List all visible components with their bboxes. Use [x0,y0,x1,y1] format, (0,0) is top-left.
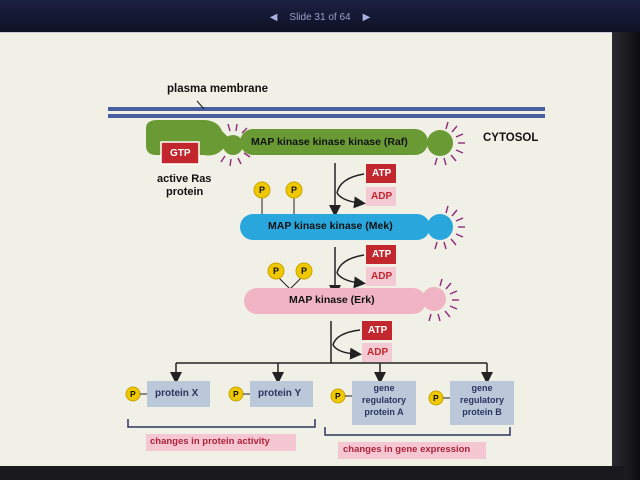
phosphate-label-5: P [130,389,136,399]
mek-binding-spikes [434,205,465,250]
erk-to-targets-arrow [170,321,493,384]
monitor-bezel-bottom [0,466,625,480]
phosphate-label-8: P [433,393,439,403]
map-kinase-diagram [108,100,545,459]
viewer-top-bar [0,0,640,34]
slide-navigation: ◀ Slide 31 of 64 ▶ [0,0,640,34]
atp-box-2 [366,245,396,264]
changes-expression-label: changes in gene expression [343,444,471,455]
atp-label-3: ATP [368,325,388,336]
adp-label-1: ADP [371,191,393,202]
phosphate-label-7: P [335,391,341,401]
monitor-bezel-right [612,32,640,480]
atp-box-3 [362,321,392,340]
gene-reg-a-line2: regulatory [361,395,406,405]
ras-protein-label: protein [166,186,204,198]
phosphate-label-3: P [273,266,280,276]
previous-slide-icon[interactable]: ◀ [269,11,278,23]
membrane-pointer-line [196,100,205,110]
adp-label-2: ADP [371,271,393,282]
phosphate-label-4: P [301,266,308,276]
protein-x-label: protein X [155,388,199,399]
active-ras-label: active Ras [157,173,212,185]
adp-box-1 [366,187,396,206]
target-phosphates [125,386,444,406]
phosphate-links [140,393,450,399]
phosphate-label-6: P [233,389,239,399]
gene-reg-b-line3: protein B [462,407,502,417]
gene-regulatory-b-box [450,381,514,425]
changes-expression-bg [338,442,486,459]
raf-protein [240,129,428,155]
mek-to-erk-arrow [329,247,366,297]
gtp-label: GTP [170,148,191,159]
gene-reg-b-line1: gene [471,383,493,393]
mek-phosphates [253,181,303,236]
erk-protein [244,288,426,314]
slide-indicator: Slide 31 of 64 [289,11,351,23]
gene-regulatory-a-box [352,381,416,425]
gtp-box [160,141,200,165]
changes-activity-label: changes in protein activity [150,436,270,447]
erk-domain [422,287,446,311]
raf-binding-spikes [434,121,465,166]
plasma-membrane-label: plasma membrane [167,83,268,95]
raf-to-mek-arrow [329,163,366,217]
adp-box-2 [366,267,396,286]
adp-label-3: ADP [367,347,389,358]
mek-label: MAP kinase kinase (Mek) [268,220,393,232]
erk-label: MAP kinase (Erk) [289,294,375,306]
protein-y-box [250,381,313,407]
erk-binding-spikes [428,278,459,322]
protein-x-box [147,381,210,407]
protein-y-label: protein Y [258,388,302,399]
gene-reg-b-line2: regulatory [459,395,504,405]
atp-box-1 [366,164,396,183]
next-slide-icon[interactable]: ▶ [362,11,371,23]
raf-domain [427,130,453,156]
outcome-brackets [127,419,511,436]
phosphate-label-1: P [259,185,266,195]
cytosol-label: CYTOSOL [483,132,539,144]
atp-label-2: ATP [372,249,392,260]
slide-canvas: plasma membrane CYTOSOL GTP active Ras p… [0,32,625,473]
atp-label-1: ATP [372,168,392,179]
gene-reg-a-line3: protein A [364,407,404,417]
changes-activity-bg [146,434,296,451]
raf-label: MAP kinase kinase kinase (Raf) [251,136,408,148]
phosphate-label-2: P [291,185,298,195]
gene-reg-a-line1: gene [373,383,395,393]
adp-box-3 [362,343,392,362]
mek-protein [240,214,430,240]
plasma-membrane [108,107,545,118]
erk-phosphates [267,262,313,290]
mek-domain [427,214,453,240]
